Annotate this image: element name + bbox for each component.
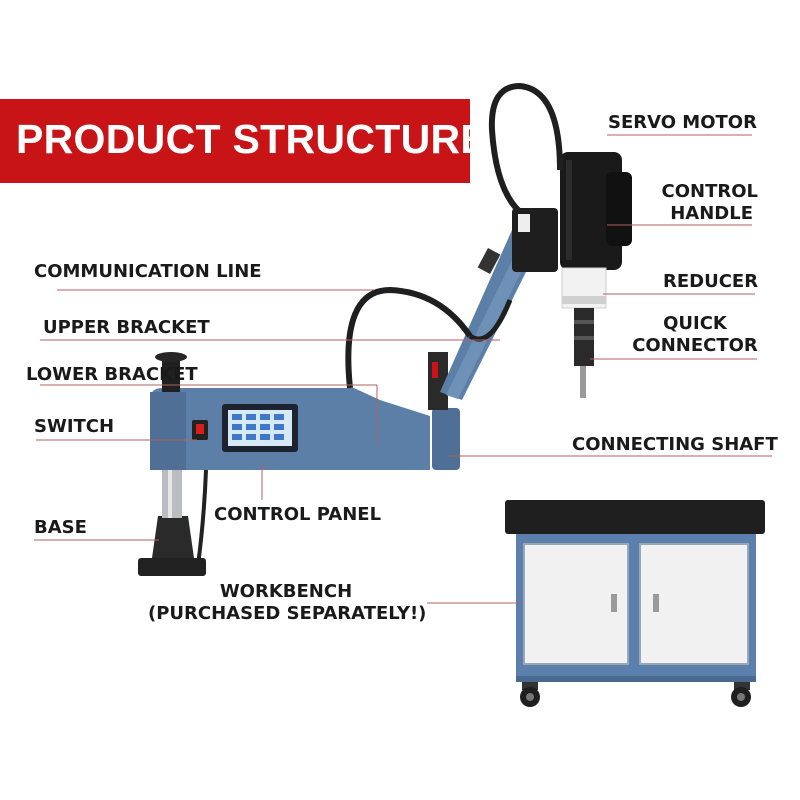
label-communication-line: COMMUNICATION LINE [34, 261, 262, 282]
tapping-machine-icon [138, 82, 632, 576]
label-upper-bracket: UPPER BRACKET [43, 317, 210, 338]
label-switch: SWITCH [34, 416, 115, 437]
label-workbench-line1: WORKBENCH [219, 581, 353, 602]
label-connecting-shaft: CONNECTING SHAFT [572, 434, 778, 455]
label-control-handle-line2: HANDLE [670, 203, 753, 224]
label-control-handle-line1: CONTROL [661, 181, 759, 202]
label-servo-motor: SERVO MOTOR [608, 112, 757, 133]
label-base: BASE [34, 517, 87, 538]
label-quick-connector-line2: CONNECTOR [632, 335, 758, 356]
label-quick-connector-line1: QUICK [663, 313, 727, 334]
workbench-cabinet-icon [505, 500, 765, 707]
label-reducer: REDUCER [663, 271, 759, 292]
page-title: PRODUCT STRUCTURE [16, 116, 489, 162]
leader-lines [34, 134, 772, 604]
label-workbench-line2: (PURCHASED SEPARATELY!) [148, 603, 427, 624]
label-control-panel: CONTROL PANEL [214, 504, 382, 525]
title-banner [0, 99, 470, 183]
label-lower-bracket: LOWER BRACKET [26, 364, 198, 385]
